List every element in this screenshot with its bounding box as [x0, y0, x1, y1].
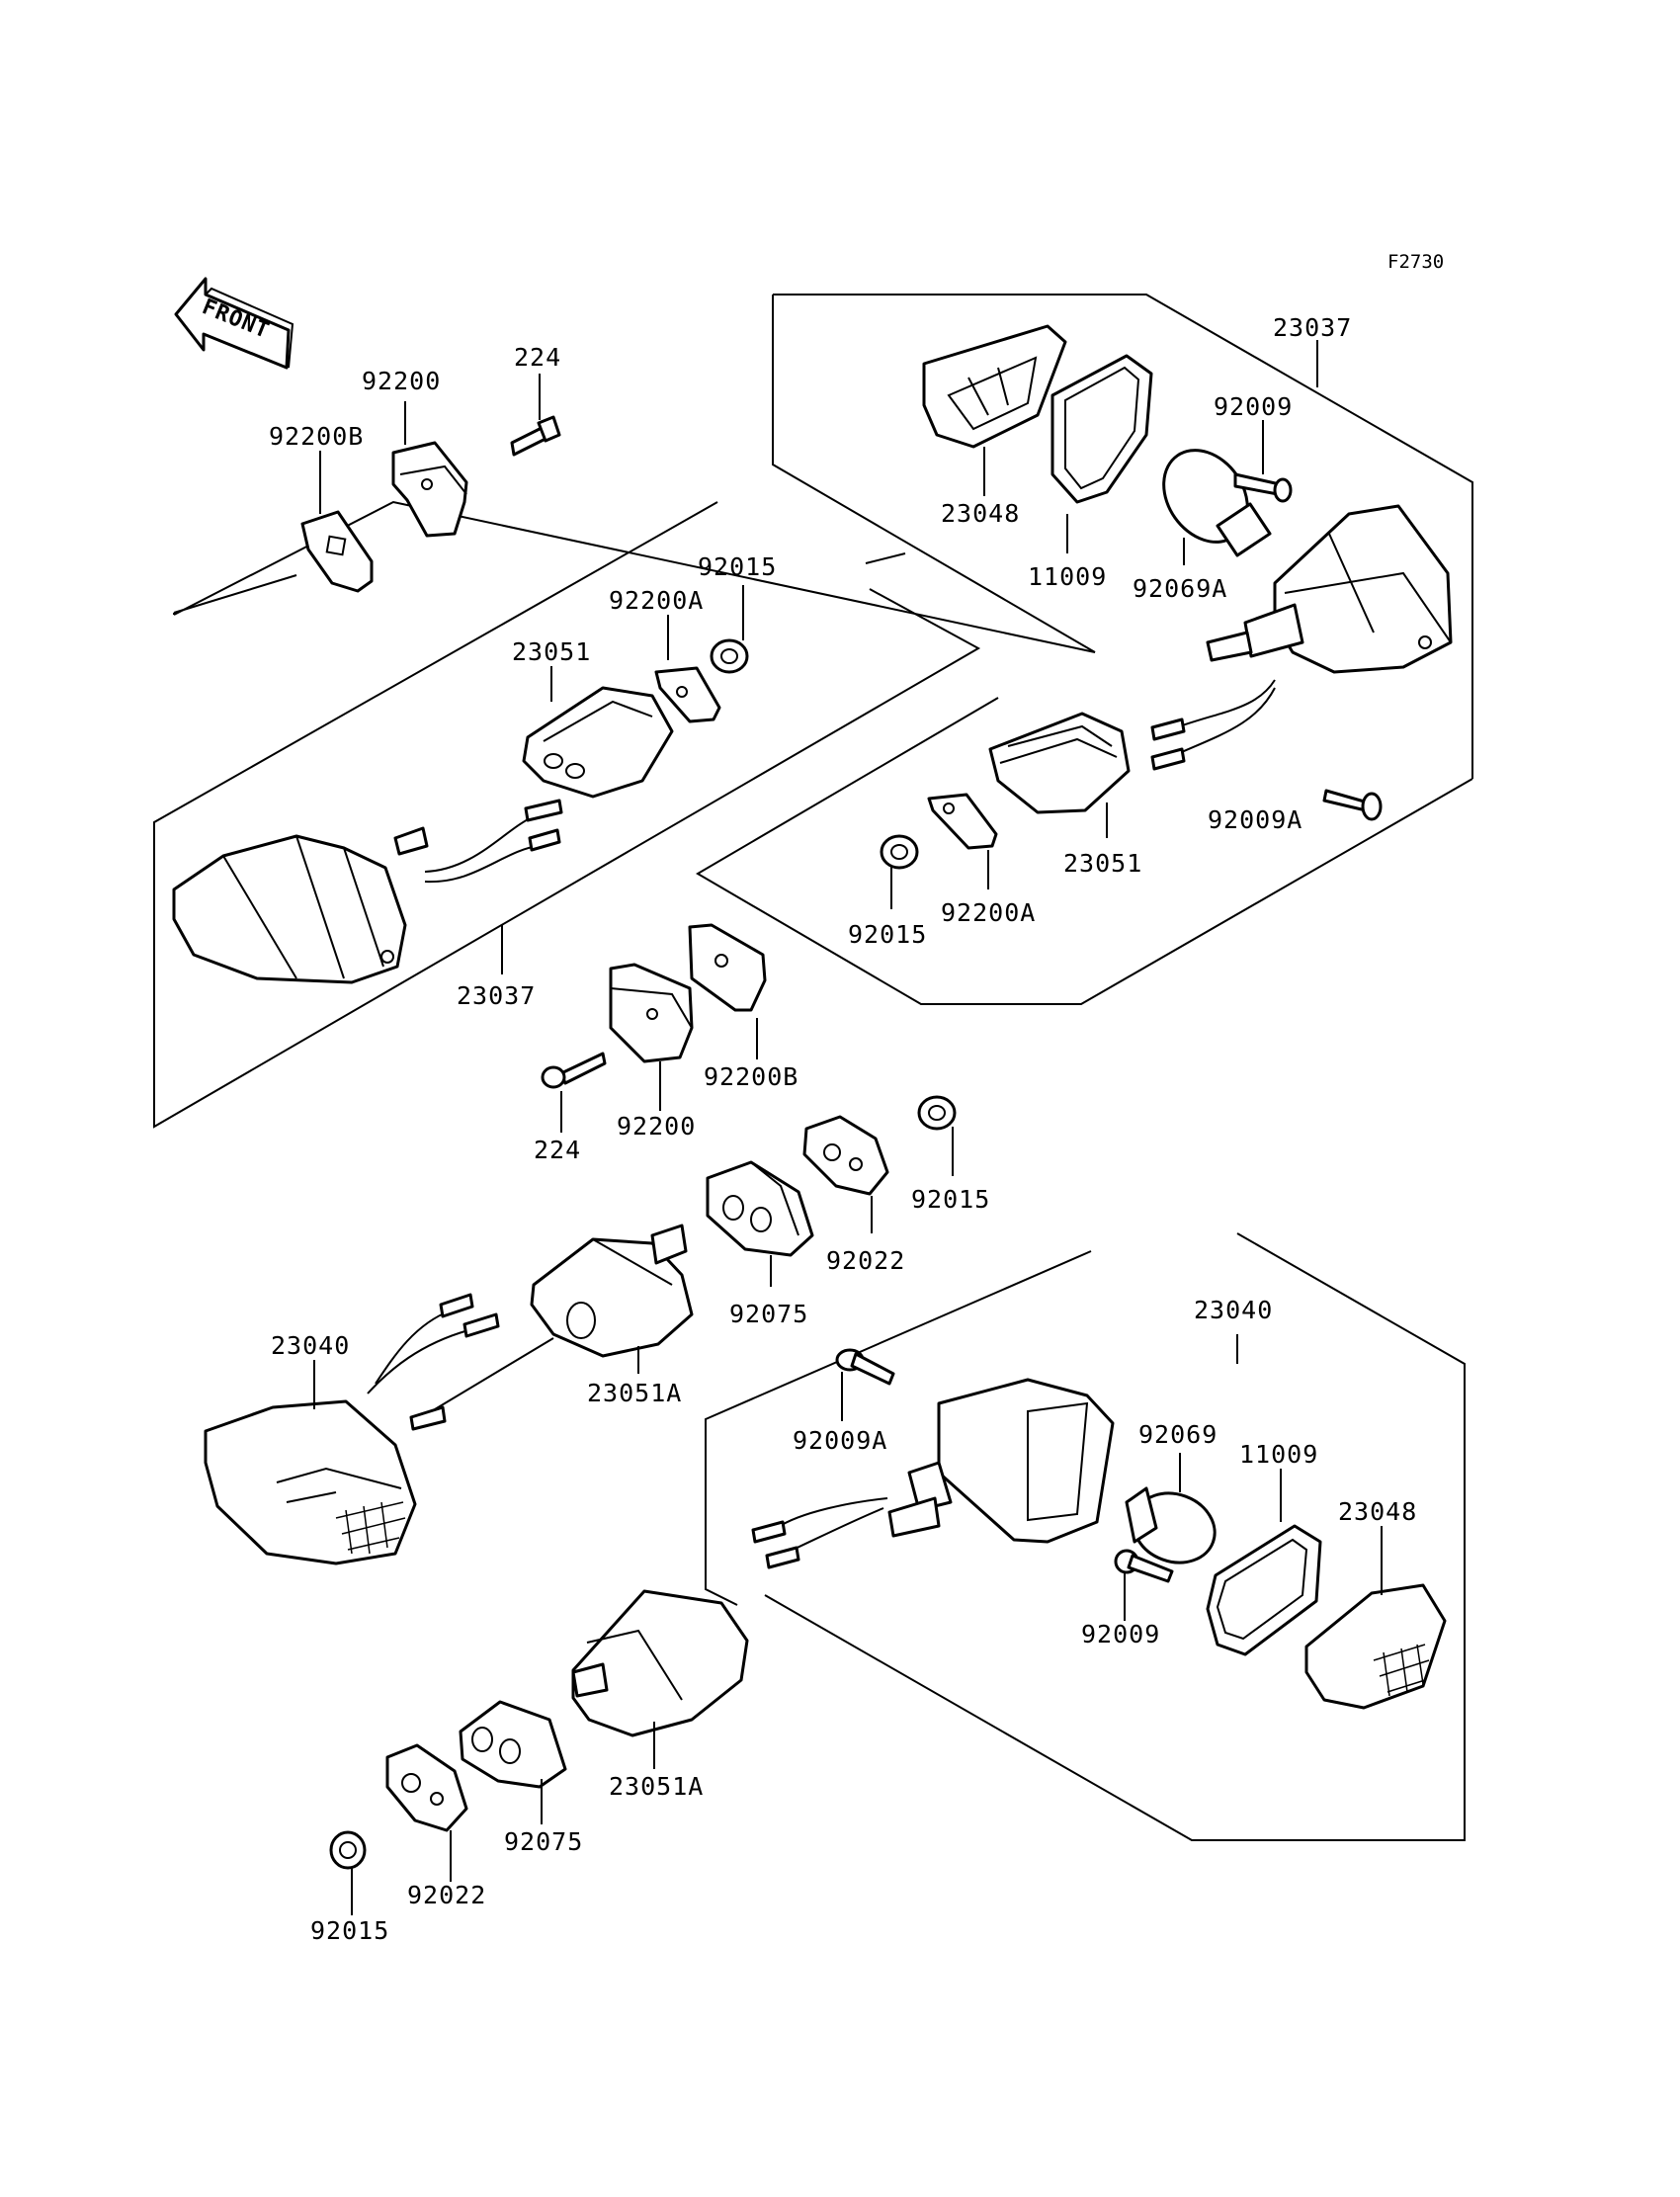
screw-92009-top — [1233, 472, 1293, 503]
bracket-92200-top — [391, 441, 468, 538]
screw-224-mid — [541, 1052, 607, 1089]
label-92022-mid: 92022 — [826, 1246, 905, 1275]
wire-harness-left — [393, 799, 563, 884]
screw-92009A-top — [1322, 789, 1383, 821]
lens-23048-bottom — [1304, 1583, 1447, 1710]
wire-harness-top — [1150, 679, 1276, 771]
rubber-23051-left — [522, 686, 674, 799]
assembly-23040-left — [204, 1293, 554, 1565]
housing-23037-top — [1206, 504, 1453, 674]
nut-92015-bottom — [329, 1830, 367, 1870]
label-92015-bottom: 92015 — [310, 1916, 389, 1945]
lens-23048-top — [922, 324, 1067, 449]
label-11009-top: 11009 — [1028, 562, 1107, 591]
bulb-92069A — [1162, 449, 1272, 557]
nut-92015-right — [880, 834, 919, 870]
wire-harness-bottom-right — [751, 1496, 941, 1569]
housing-23040-left — [204, 1399, 417, 1565]
assembly-23040-right — [329, 1232, 1466, 1870]
label-92015-mid: 92015 — [911, 1185, 990, 1214]
front-arrow-icon: FRONT — [174, 277, 294, 370]
assembly-23037-left — [153, 415, 1096, 1129]
part-labels: 23037 92009 23048 11009 92069A 92009A 23… — [269, 313, 1417, 1945]
grommet-92075-mid — [706, 1160, 814, 1257]
label-23051A-bottom: 23051A — [609, 1772, 704, 1801]
label-92022-bottom: 92022 — [407, 1881, 486, 1909]
label-23048-top: 23048 — [941, 499, 1020, 528]
plate-92200B-top — [300, 510, 374, 593]
label-92200-mid: 92200 — [617, 1112, 696, 1141]
plate-92200A-right — [927, 793, 998, 850]
label-224-mid: 224 — [534, 1136, 581, 1164]
bracket-92200-mid — [609, 963, 694, 1063]
label-92009-top: 92009 — [1214, 392, 1293, 421]
label-92200A-left: 92200A — [609, 586, 704, 615]
label-23048-bottom: 23048 — [1338, 1497, 1417, 1526]
label-92009-bottom: 92009 — [1081, 1620, 1160, 1648]
label-23037-left: 23037 — [457, 981, 536, 1010]
label-23051-left: 23051 — [512, 637, 591, 666]
figure-code: F2730 — [1387, 251, 1444, 273]
leader-lines — [313, 340, 1383, 1915]
screw-224-top — [510, 415, 561, 457]
rubber-23051A-mid — [530, 1224, 694, 1358]
wire-harness-bottom-left — [367, 1293, 500, 1431]
label-23051A-mid: 23051A — [587, 1379, 682, 1407]
label-92200B-mid: 92200B — [704, 1062, 798, 1091]
label-92009A-top: 92009A — [1208, 805, 1302, 834]
gasket-11009-top — [1050, 354, 1153, 504]
label-92075-mid: 92075 — [729, 1300, 808, 1328]
rubber-23051A-bottom — [571, 1589, 749, 1737]
housing-23037-left — [172, 834, 407, 984]
label-92200-top: 92200 — [362, 367, 441, 395]
washer-92022-bottom — [385, 1743, 468, 1832]
gasket-11009-bottom — [1206, 1524, 1322, 1656]
label-92069: 92069 — [1138, 1420, 1218, 1449]
washer-92022-mid — [802, 1115, 889, 1196]
grommet-92075-bottom — [459, 1700, 567, 1789]
label-92069A: 92069A — [1133, 574, 1227, 603]
label-23051-right: 23051 — [1063, 849, 1142, 878]
screw-92009A-bottom — [835, 1348, 895, 1386]
assembly-23037-right — [696, 294, 1473, 1005]
label-92015-right: 92015 — [848, 920, 927, 949]
bulb-92069 — [1125, 1486, 1217, 1564]
nut-92015-mid — [917, 1095, 957, 1131]
label-92009A-bottom: 92009A — [793, 1426, 887, 1455]
label-92200A-right: 92200A — [941, 898, 1036, 927]
rubber-23051-right — [988, 712, 1131, 814]
label-92200B-top: 92200B — [269, 422, 364, 451]
label-224-top: 224 — [514, 343, 561, 372]
label-92075-bottom: 92075 — [504, 1827, 583, 1856]
label-23040-right: 23040 — [1194, 1296, 1273, 1324]
label-23037-top: 23037 — [1273, 313, 1352, 342]
nut-92015-left — [710, 638, 749, 674]
plate-92200A-left — [654, 666, 721, 723]
screw-92009-bottom — [1114, 1549, 1174, 1583]
label-23040-left: 23040 — [271, 1331, 350, 1360]
label-11009-bottom: 11009 — [1239, 1440, 1318, 1469]
housing-23040-right — [907, 1378, 1115, 1544]
label-92015-left: 92015 — [698, 552, 777, 581]
middle-parts — [530, 923, 957, 1358]
plate-92200B-mid — [688, 923, 767, 1012]
